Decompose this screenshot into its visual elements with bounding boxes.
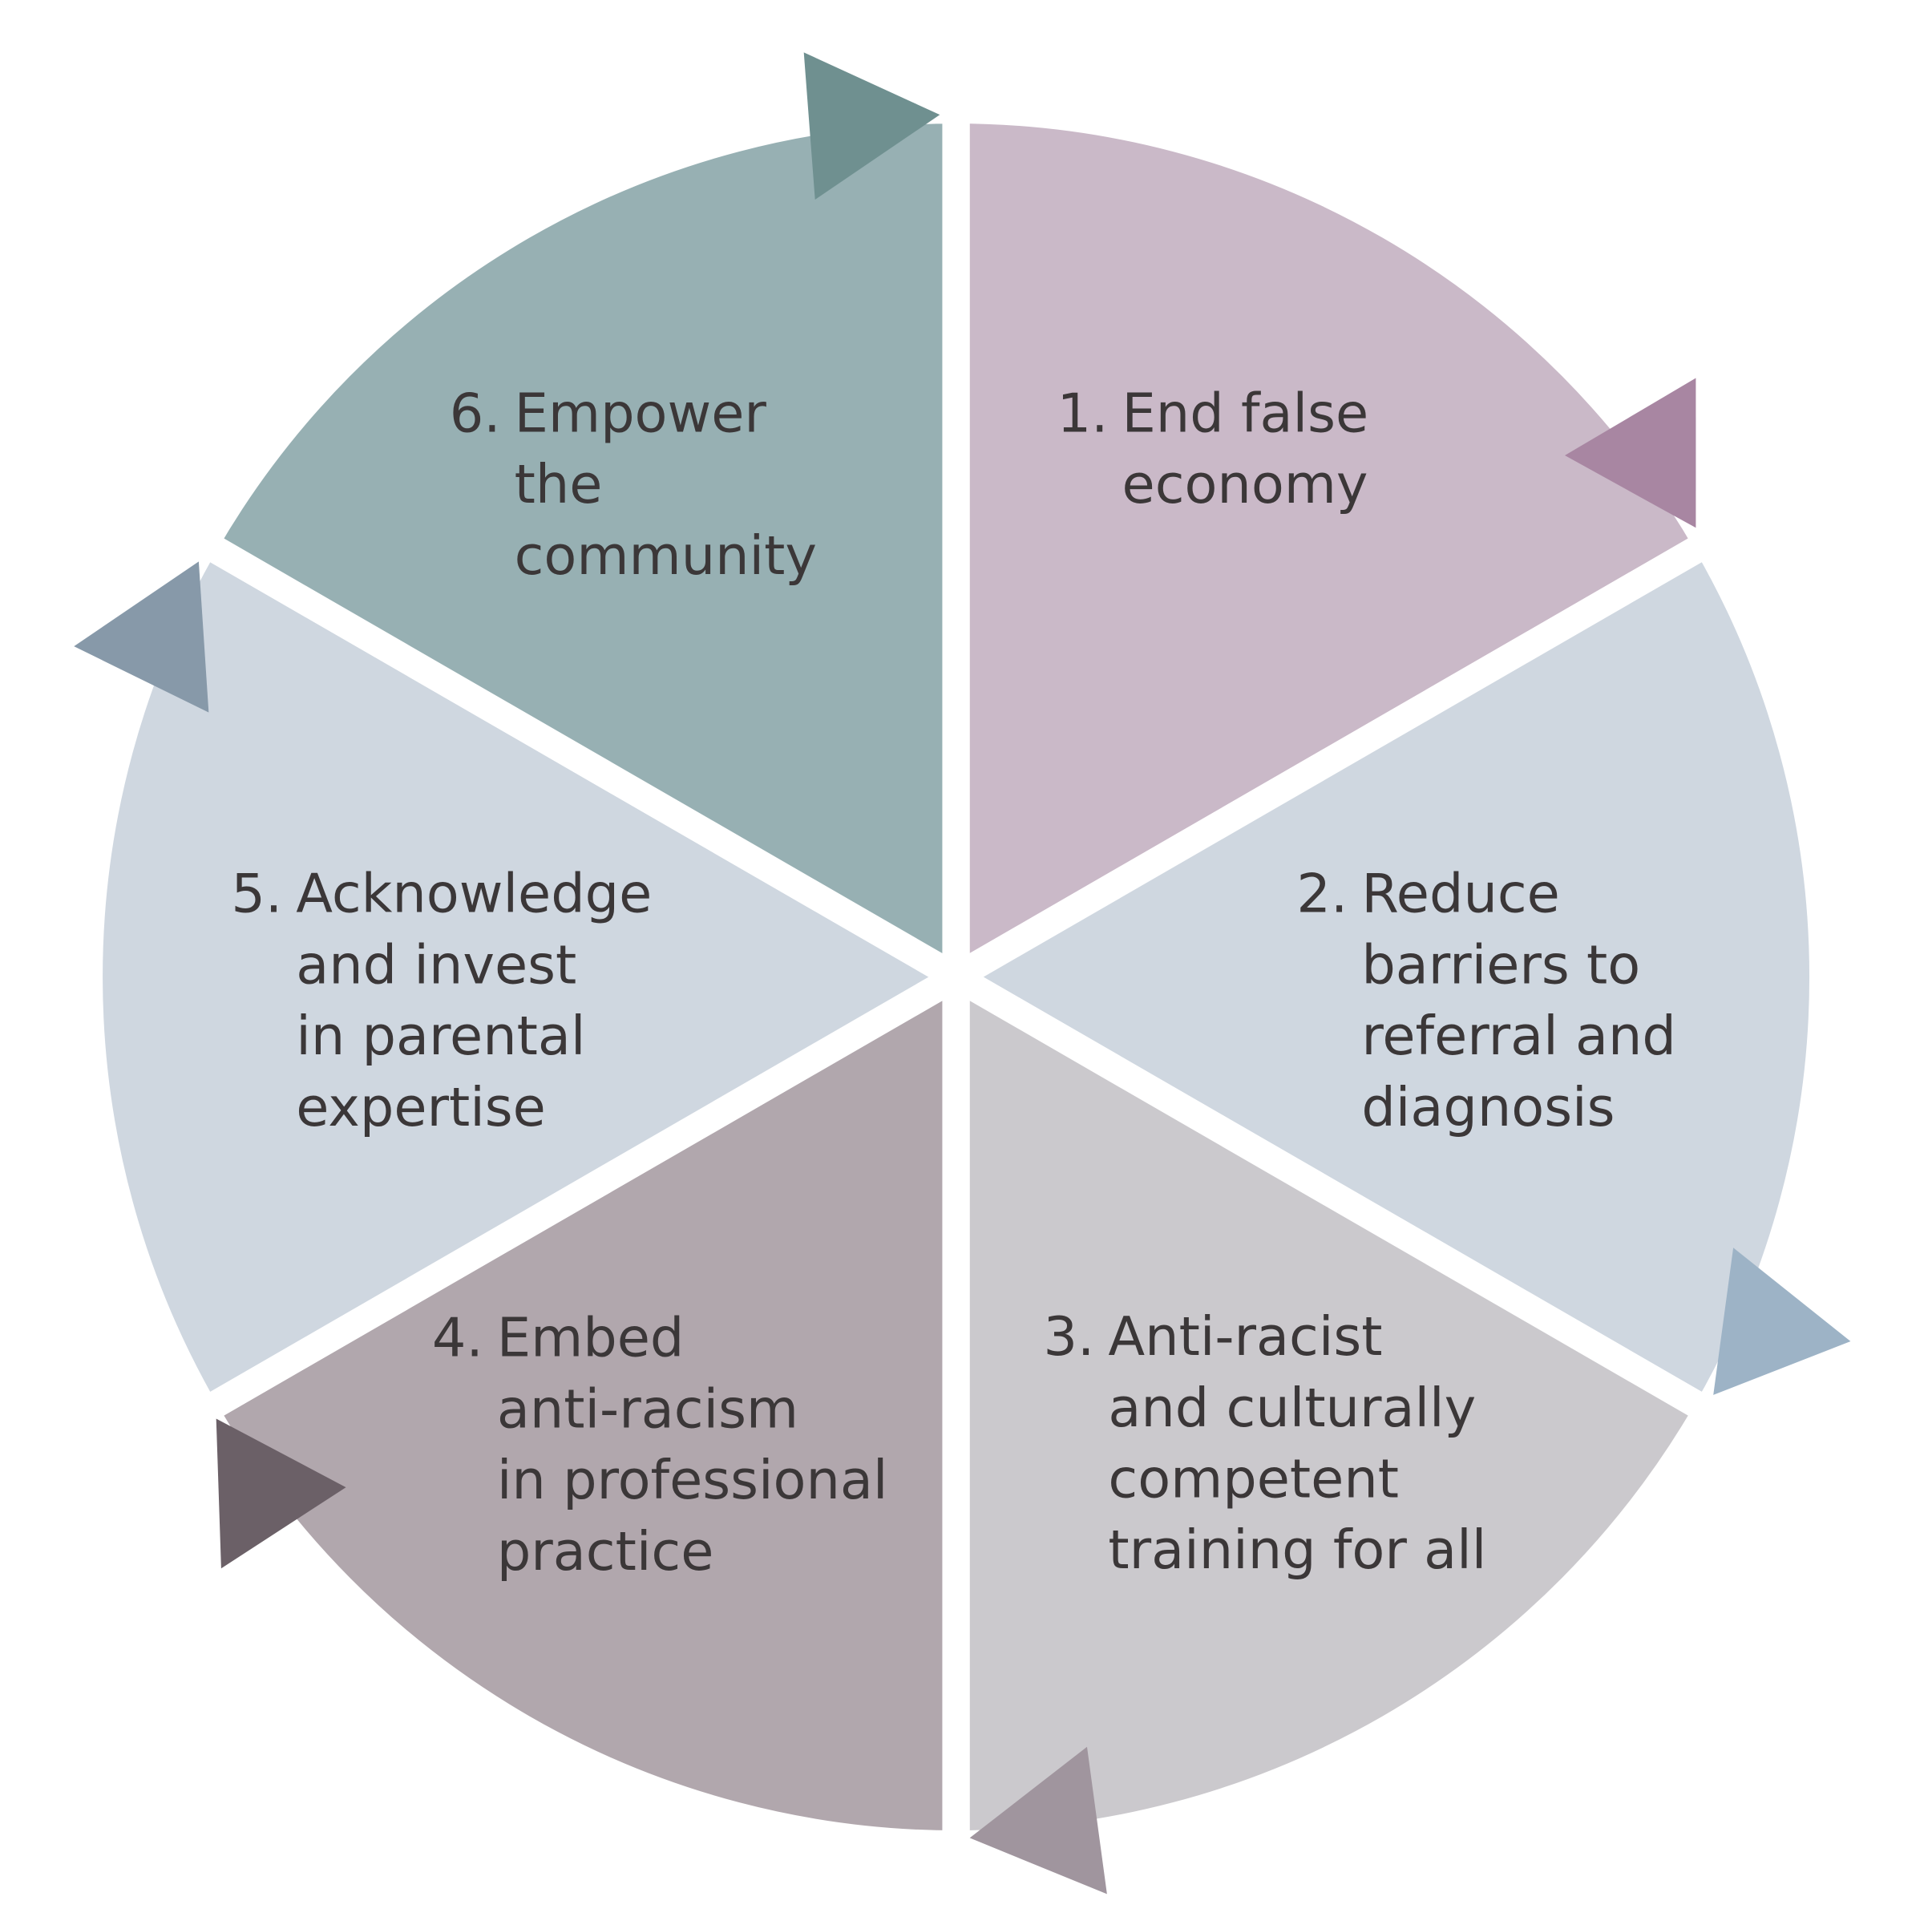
segment-text-line: Reduce [1361,863,1559,925]
segment-text-line: Anti-racist [1108,1305,1382,1368]
segment-text-line: in professional [497,1449,888,1511]
arrowhead-icon [1565,378,1696,528]
segment-text-line: Embed [497,1307,685,1369]
segment-number: 2. [1296,863,1348,925]
segment-text-line: anti-racism [497,1377,798,1440]
segment-2-label: 2. Reduce barriers to referral and diagn… [1296,863,1675,1138]
segment-number: 1. [1057,382,1109,444]
segment-text-line: training for all [1108,1519,1486,1581]
segment-text-line: expertise [296,1076,546,1138]
arrowhead-icon [1713,1248,1851,1395]
segment-text-line: competent [1108,1448,1399,1510]
segment-4-label: 4. Embed anti-racism in professional pra… [432,1307,888,1583]
segment-number: 4. [432,1307,483,1369]
segment-text-line: Empower [515,382,767,444]
segment-number: 6. [450,382,501,444]
segment-text-line: in parental [296,1005,585,1067]
segment-5-label: 5. Acknowledge and invest in parental ex… [231,863,652,1138]
segment-text-line: barriers to [1361,933,1640,996]
segment-text-line: and culturally [1108,1377,1476,1439]
arrowhead-icon [803,52,940,200]
segment-number: 3. [1043,1305,1094,1368]
arrowhead-icon [216,1418,346,1569]
arrowhead-icon [969,1746,1107,1895]
segment-text-line: diagnosis [1361,1076,1615,1138]
arrowhead-icon [74,561,209,713]
segment-1-label: 1. End false economy [1057,382,1369,516]
segment-text-line: referral and [1361,1005,1675,1067]
segment-text-line: Acknowledge [296,863,652,925]
segment-text-line: and invest [296,933,576,996]
segment-number: 5. [231,863,282,925]
segment-text-line: End false [1122,382,1369,444]
segment-6-label: 6. Empower the community [450,382,817,586]
segment-text-line: practice [497,1520,714,1583]
segment-text-line: community [515,524,817,587]
segment-3-label: 3. Anti-racist and culturally competent … [1043,1305,1486,1581]
segment-text-line: the [515,453,603,516]
segment-text-line: economy [1122,453,1368,516]
